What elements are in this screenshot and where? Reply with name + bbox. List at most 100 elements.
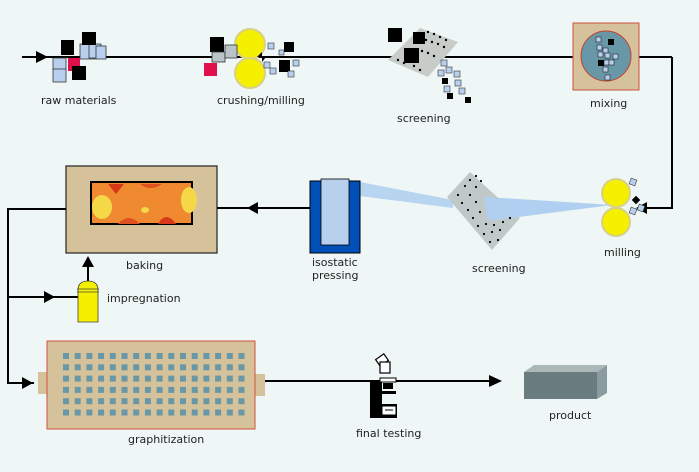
graphite-block [156, 375, 163, 382]
graphitization-furnace-icon [38, 340, 265, 430]
graphite-block [203, 364, 210, 371]
graphite-block [109, 353, 116, 359]
graphite-block [86, 409, 93, 416]
graphite-block [109, 364, 116, 371]
graphite-block [180, 375, 186, 382]
graphite-block [144, 364, 151, 371]
graphite-block [98, 386, 105, 393]
label-pressing: pressing [312, 269, 359, 282]
graphite-block [168, 364, 175, 371]
graphite-block [238, 398, 245, 405]
graphite-block [133, 386, 140, 393]
graphite-block [74, 386, 81, 393]
graphite-block [226, 364, 233, 371]
graphite-block [133, 353, 140, 359]
label-screening-1: screening [397, 112, 451, 125]
graphite-block [180, 386, 186, 393]
isostatic-press-icon [309, 178, 361, 254]
graphite-block [168, 409, 175, 416]
label-graphitization: graphitization [128, 433, 205, 446]
graphite-block [191, 386, 198, 393]
graphite-block [144, 375, 151, 382]
graphite-block [203, 409, 210, 416]
graphite-block [121, 364, 128, 371]
arrow-up-icon [82, 256, 94, 267]
graphite-block [215, 409, 222, 416]
graphite-block [144, 409, 151, 416]
graphite-block [215, 386, 222, 393]
graphite-block [121, 386, 128, 393]
label-product: product [549, 409, 592, 422]
label-milling: milling [604, 246, 641, 259]
graphite-block [86, 364, 93, 371]
graphite-block [203, 375, 210, 382]
product-block-icon [524, 365, 607, 399]
graphite-block [98, 398, 105, 405]
graphite-block [238, 409, 245, 416]
graphite-block [121, 375, 128, 382]
graphite-block [109, 398, 116, 405]
graphite-block [226, 398, 233, 405]
graphite-block [109, 409, 116, 416]
graphite-block [86, 353, 93, 359]
graphite-block [238, 375, 245, 382]
graphite-block [109, 375, 116, 382]
graphite-block [121, 409, 128, 416]
graphite-block [156, 386, 163, 393]
arrow-right-icon [36, 51, 48, 63]
graphite-block [63, 398, 69, 405]
screen-sieve-icon [388, 28, 471, 103]
graphite-block [203, 386, 210, 393]
graphite-block [215, 364, 222, 371]
graphite-block [203, 398, 210, 405]
graphite-block [191, 398, 198, 405]
graphite-block [238, 353, 245, 359]
flow-line-right [646, 57, 673, 209]
graphite-block [74, 409, 81, 416]
graphite-block [74, 364, 81, 371]
graphite-block [63, 386, 69, 393]
graphite-block [98, 364, 105, 371]
graphite-block [144, 398, 151, 405]
label-impregnation: impregnation [107, 292, 181, 305]
graphite-block [86, 398, 93, 405]
graphite-block [180, 398, 186, 405]
graphite-block [86, 386, 93, 393]
graphite-block [168, 386, 175, 393]
graphite-block [226, 409, 233, 416]
label-isostatic: isostatic [312, 256, 358, 269]
graphite-block [63, 364, 69, 371]
graphite-block [168, 398, 175, 405]
graphite-block [144, 386, 151, 393]
graphite-block [109, 386, 116, 393]
graphite-block [226, 353, 233, 359]
arrow-right-icon [44, 291, 55, 303]
material-stream [360, 182, 453, 208]
label-mixing: mixing [590, 97, 628, 110]
graphite-block [238, 364, 245, 371]
raw-materials-icon [52, 32, 107, 83]
graphite-block [74, 353, 81, 359]
graphite-block [63, 353, 69, 359]
graphite-block [215, 375, 222, 382]
graphite-block [203, 353, 210, 359]
graphite-block [133, 375, 140, 382]
label-final-testing: final testing [356, 427, 422, 440]
graphite-block [191, 409, 198, 416]
graphite-block [168, 353, 175, 359]
graphite-block [191, 353, 198, 359]
graphite-block [226, 386, 233, 393]
crushing-mill-icon [204, 28, 300, 89]
graphite-block [191, 375, 198, 382]
label-crushing-milling: crushing/milling [217, 94, 305, 107]
graphite-block [98, 353, 105, 359]
graphite-block [180, 353, 186, 359]
graphite-block [180, 409, 186, 416]
label-screening-2: screening [472, 262, 526, 275]
mixer-icon [572, 22, 640, 91]
graphite-block [98, 375, 105, 382]
graphite-block [133, 409, 140, 416]
impregnation-vessel-icon [77, 280, 99, 323]
graphite-block [226, 375, 233, 382]
label-baking: baking [126, 259, 164, 272]
